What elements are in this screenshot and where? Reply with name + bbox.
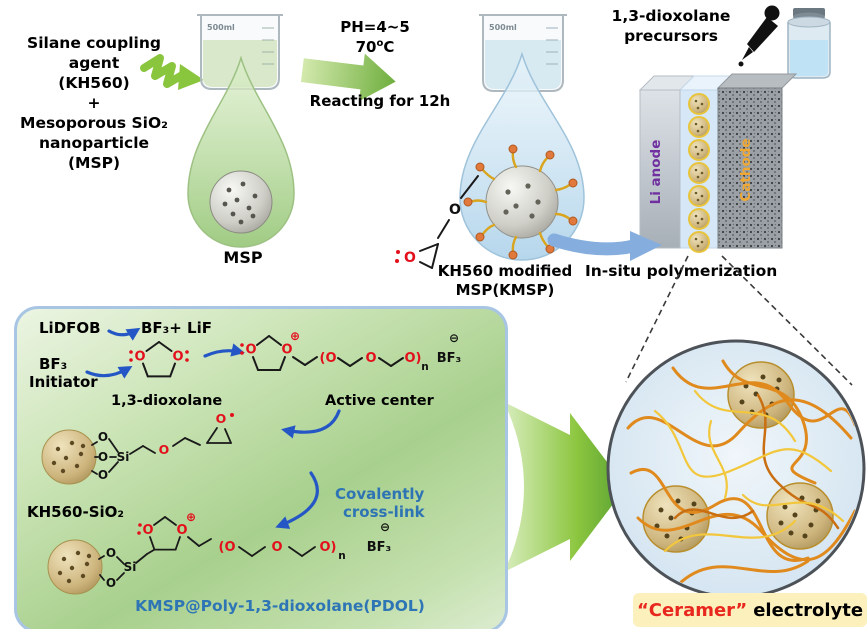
kh560-sio2-structure: O O O Si O O xyxy=(41,411,234,485)
kmsp-caption: KH560 modified MSP(KMSP) xyxy=(420,262,590,300)
initiator-label: Initiator xyxy=(29,373,98,391)
dropper-icon xyxy=(738,5,780,67)
beaker-graduations xyxy=(546,27,558,65)
active-center-structure: O O ⊕ (O O O) n BF₃ ⊖ xyxy=(240,329,461,373)
dioxolane-label: 1,3-dioxolane xyxy=(111,393,223,409)
precursor-line1: 1,3-dioxolane xyxy=(611,7,731,25)
reagent-line6: (MSP) xyxy=(67,154,121,172)
svg-text:n: n xyxy=(421,361,428,373)
li-anode-slab xyxy=(639,89,681,249)
reagent-plus: + xyxy=(87,94,101,112)
precursor-label: 1,3-dioxolane precursors xyxy=(596,6,746,46)
svg-text:(O: (O xyxy=(320,351,337,366)
svg-text:Si: Si xyxy=(117,450,130,464)
ceramer-circle xyxy=(606,339,866,599)
kmsp-caption-line2: MSP(KMSP) xyxy=(455,281,555,299)
ether-oxygen: O xyxy=(449,202,461,218)
bf3-label: BF₃ xyxy=(39,355,68,373)
msp-caption: MSP xyxy=(223,248,263,267)
svg-text:O): O) xyxy=(320,540,337,555)
temp-unit: C xyxy=(383,38,395,56)
covalently-label-1: Covalently xyxy=(335,485,425,503)
precursor-line2: precursors xyxy=(624,27,718,45)
pdol-label: KMSP@Poly-1,3-dioxolane(PDOL) xyxy=(135,597,425,615)
cathode-slab xyxy=(717,87,783,249)
reagent-line4: Mesoporous SiO₂ xyxy=(20,114,168,132)
li-anode-label: Li anode xyxy=(648,140,664,205)
svg-text:⊖: ⊖ xyxy=(449,331,459,345)
cathode-label: Cathode xyxy=(738,138,754,201)
svg-text:⊖: ⊖ xyxy=(380,520,390,534)
svg-text:O: O xyxy=(159,442,170,457)
covalently-label-2: cross-link xyxy=(343,503,425,521)
svg-text:O): O) xyxy=(405,351,422,366)
insitu-label: In-situ polymerization xyxy=(585,262,778,280)
svg-text:O: O xyxy=(216,411,227,426)
svg-text:O: O xyxy=(142,523,153,538)
epoxide-oxygen: O xyxy=(404,250,416,266)
mechanism-structures: O O O O ⊕ (O O O) xyxy=(41,327,461,595)
svg-text:O: O xyxy=(98,430,108,444)
svg-text:O: O xyxy=(365,351,376,366)
glycidyl-structure: O O xyxy=(395,175,479,269)
crosslink-arrow xyxy=(275,471,319,529)
reaction-arrow-icon xyxy=(300,53,396,102)
beaker-graduations xyxy=(262,27,274,65)
svg-text:O: O xyxy=(245,343,256,358)
funnel-arrow-icon xyxy=(504,402,626,572)
condition-time: Reacting for 12h xyxy=(309,92,451,110)
epoxy-end-dots xyxy=(463,144,578,260)
bf3-lif-label: BF₃+ LiF xyxy=(141,319,212,337)
dioxolane-ring: O O xyxy=(129,341,189,378)
mechanism-arrows xyxy=(85,327,341,529)
svg-text:O: O xyxy=(106,546,116,560)
kmsp-droplet xyxy=(459,51,585,261)
battery-schematic: Li anode Cathode xyxy=(638,73,798,253)
svg-text:Si: Si xyxy=(124,560,137,574)
to-epoxide-arrow xyxy=(281,409,341,439)
active-center-label: Active center xyxy=(325,393,434,409)
svg-text:O: O xyxy=(106,576,116,590)
svg-text:BF₃: BF₃ xyxy=(437,351,461,366)
mechanism-panel: O O O O ⊕ (O O O) xyxy=(14,306,508,629)
svg-text:⊕: ⊕ xyxy=(186,510,196,524)
msp-nanoparticle xyxy=(209,170,273,234)
beaker-2-volume-label: 500ml xyxy=(489,23,517,32)
oxocarbenium-plus: ⊕ xyxy=(290,329,300,343)
condition-ph: PH=4~5 xyxy=(340,18,410,36)
vial-icon xyxy=(787,8,831,79)
svg-text:BF₃: BF₃ xyxy=(367,540,391,555)
msp-droplet xyxy=(187,55,295,248)
svg-text:O: O xyxy=(134,350,145,365)
svg-text:O: O xyxy=(98,468,108,482)
svg-text:O: O xyxy=(176,523,187,538)
svg-text:O: O xyxy=(172,350,183,365)
svg-text:(O: (O xyxy=(219,540,236,555)
svg-text:n: n xyxy=(338,550,345,562)
ceramer-word: “Ceramer” xyxy=(636,599,748,621)
kmsp-caption-line1: KH560 modified xyxy=(437,262,573,280)
lidfob-label: LiDFOB xyxy=(39,319,101,337)
temp-number: 70 xyxy=(355,38,377,56)
svg-text:O: O xyxy=(98,450,108,464)
electrolyte-word: electrolyte xyxy=(753,599,864,621)
ceramer-caption: “Ceramer” electrolyte xyxy=(633,593,867,627)
kh560-sio2-label: KH560-SiO₂ xyxy=(27,503,124,521)
svg-text:O: O xyxy=(271,540,282,555)
temp-degree: o xyxy=(376,38,384,49)
insitu-arrow-icon xyxy=(547,231,662,261)
svg-text:O: O xyxy=(281,343,292,358)
reagent-line2: agent xyxy=(68,54,120,72)
reagent-label: Silane coupling agent (KH560) + Mesoporo… xyxy=(2,33,186,173)
condition-temperature: 70oC xyxy=(325,38,425,56)
polymer-network xyxy=(626,359,857,587)
reagent-line1: Silane coupling xyxy=(27,34,161,52)
beaker-1-volume-label: 500ml xyxy=(207,23,235,32)
magnify-lines xyxy=(625,255,853,386)
reagent-line3: (KH560) xyxy=(58,74,130,92)
reagent-line5: nanoparticle xyxy=(38,134,150,152)
pdol-product-structure: O O Si O O ⊕ (O O O) n BF₃ ⊖ xyxy=(47,510,391,595)
zigzag-arrow-icon xyxy=(140,54,204,90)
